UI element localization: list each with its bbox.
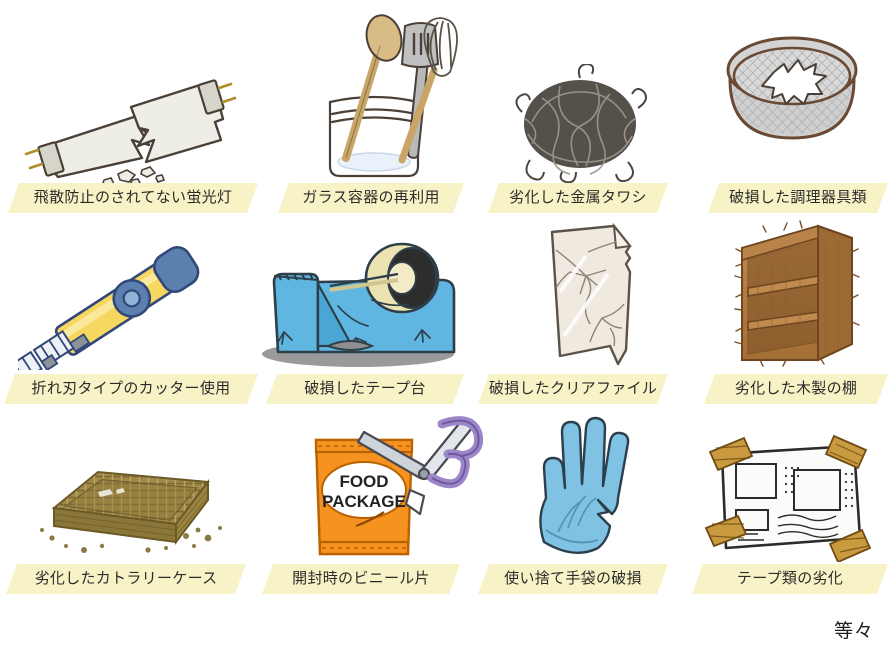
- damaged-mesh-strainer-illustration: [718, 18, 866, 184]
- caption-tape-dispenser: 破損したテープ台: [266, 374, 464, 404]
- food-package-label-line1: FOOD: [339, 472, 388, 491]
- caption-cooking-utensils: 破損した調理器具類: [708, 183, 888, 213]
- caption-cutlery-case: 劣化したカトラリーケース: [6, 564, 246, 594]
- worn-metal-scrubber-illustration: [500, 64, 660, 184]
- food-package-with-scissors-illustration: FOOD PACKAGE: [292, 414, 516, 562]
- caption-disposable-glove: 使い捨て手袋の破損: [478, 564, 668, 594]
- glass-jar-with-utensils-illustration: [288, 10, 460, 184]
- broken-fluorescent-tube-illustration: [18, 66, 248, 184]
- caption-vinyl-fragment: 開封時のビニール片: [262, 564, 460, 594]
- snap-off-blade-cutter-illustration: [18, 236, 222, 370]
- cracked-tape-dispenser-illustration: [252, 234, 464, 370]
- caption-metal-scrubber: 劣化した金属タワシ: [488, 183, 668, 213]
- etc-note: 等々: [704, 612, 888, 652]
- caption-fluorescent-lamp: 飛散防止のされてない蛍光灯: [8, 183, 258, 213]
- deteriorated-wicker-basket-illustration: [36, 452, 226, 562]
- caption-snap-off-cutter: 折れ刃タイプのカッター使用: [4, 374, 258, 404]
- torn-blue-glove-illustration: [524, 414, 640, 562]
- food-package-label-line2: PACKAGE: [322, 492, 406, 511]
- caption-glass-container-reuse: ガラス容器の再利用: [278, 183, 464, 213]
- splintered-wooden-shelf-illustration: [726, 218, 862, 370]
- caption-clear-file: 破損したクリアファイル: [478, 374, 668, 404]
- poster-taped-to-wall-illustration: [700, 434, 880, 562]
- cracked-clear-file-illustration: [530, 216, 650, 370]
- caption-tape-degradation: テープ類の劣化: [692, 564, 888, 594]
- caption-wooden-shelf: 劣化した木製の棚: [704, 374, 888, 404]
